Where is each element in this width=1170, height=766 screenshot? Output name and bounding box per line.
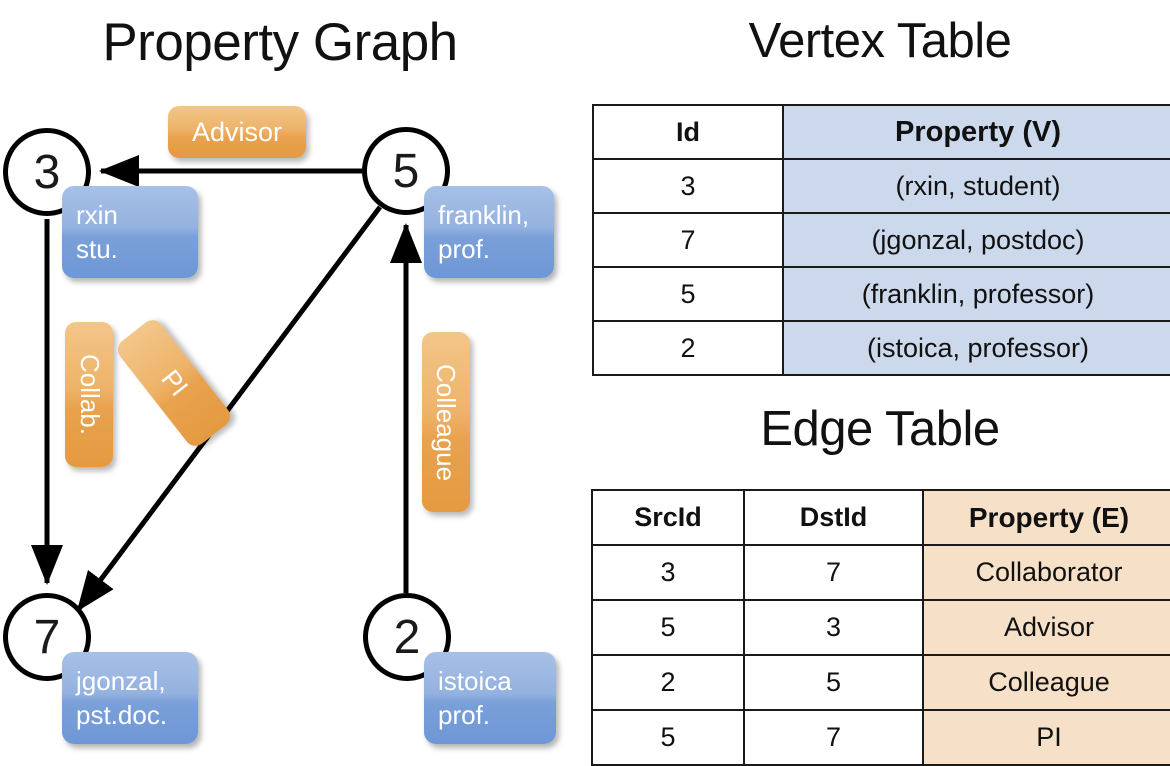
- edge-table-header-dstid: DstId: [743, 489, 924, 546]
- edge-label-collab: Collab.: [65, 322, 113, 467]
- edge-cell-srcid: 3: [591, 544, 745, 601]
- edge-table-header-row: SrcId DstId Property (E): [591, 489, 1170, 546]
- edge-cell-dstid: 7: [743, 544, 924, 601]
- table-row: 5 3 Advisor: [591, 599, 1170, 656]
- edge-cell-dstid: 3: [743, 599, 924, 656]
- table-row: 2 5 Colleague: [591, 654, 1170, 711]
- table-row: 3 7 Collaborator: [591, 544, 1170, 601]
- vertex-cell-property: (rxin, student): [782, 158, 1170, 214]
- vertex-property-callout-istoica: istoica prof.: [424, 652, 556, 744]
- graph-edge-arrows: [31, 155, 422, 612]
- vertex-table: Id Property (V) 3 (rxin, student) 7 (jgo…: [592, 104, 1170, 376]
- edge-cell-dstid: 7: [743, 709, 924, 766]
- edge-label-text: Collab.: [74, 354, 105, 435]
- edge-cell-srcid: 5: [591, 599, 745, 656]
- vertex-cell-property: (istoica, professor): [782, 320, 1170, 376]
- callout-line-1: rxin: [76, 200, 118, 230]
- edge-5-to-7: [75, 205, 383, 612]
- table-row: 5 (franklin, professor): [592, 266, 1170, 322]
- vertex-cell-property: (jgonzal, postdoc): [782, 212, 1170, 268]
- edge-cell-dstid: 5: [743, 654, 924, 711]
- edge-label-text: PI: [155, 363, 194, 402]
- edge-cell-property: PI: [922, 709, 1170, 766]
- page-title-vertex-table: Vertex Table: [748, 14, 1012, 68]
- vertex-cell-id: 5: [592, 266, 784, 322]
- vertex-table-header-row: Id Property (V): [592, 104, 1170, 160]
- edge-label-text: Advisor: [191, 116, 283, 147]
- table-row: 3 (rxin, student): [592, 158, 1170, 214]
- vertex-property-callout-rxin: rxin stu.: [62, 186, 198, 278]
- edge-cell-property: Collaborator: [922, 544, 1170, 601]
- edge-table-header-srcid: SrcId: [591, 489, 745, 546]
- callout-line-2: stu.: [76, 234, 118, 264]
- vertex-property-callout-franklin: franklin, prof.: [424, 186, 554, 278]
- callout-line-1: istoica: [438, 666, 512, 696]
- edge-label-advisor: Advisor: [168, 106, 306, 158]
- edge-cell-srcid: 2: [591, 654, 745, 711]
- edge-table: SrcId DstId Property (E) 3 7 Collaborato…: [591, 489, 1170, 766]
- edge-cell-property: Advisor: [922, 599, 1170, 656]
- callout-line-1: franklin,: [438, 200, 530, 230]
- callout-line-1: jgonzal,: [76, 666, 166, 696]
- table-row: 7 (jgonzal, postdoc): [592, 212, 1170, 268]
- edge-label-text: Colleague: [431, 363, 462, 481]
- vertex-table-header-id: Id: [592, 104, 784, 160]
- property-graph-diagram: 3 5 7 2 rxin stu. franklin, prof. jgonza…: [0, 0, 585, 760]
- table-row: 2 (istoica, professor): [592, 320, 1170, 376]
- callout-line-2: prof.: [438, 234, 491, 264]
- edge-label-colleague: Colleague: [422, 332, 470, 512]
- vertex-property-callout-jgonzal: jgonzal, pst.doc.: [62, 652, 198, 744]
- vertex-cell-id: 2: [592, 320, 784, 376]
- page-title-property-graph: Property Graph: [102, 13, 458, 72]
- page-title-edge-table: Edge Table: [760, 402, 1000, 456]
- vertex-cell-id: 7: [592, 212, 784, 268]
- vertex-node-5[interactable]: 5: [362, 127, 450, 215]
- edge-cell-srcid: 5: [591, 709, 745, 766]
- table-row: 5 7 PI: [591, 709, 1170, 766]
- edge-table-header-property: Property (E): [922, 489, 1170, 546]
- vertex-node-2[interactable]: 2: [363, 593, 451, 681]
- edge-cell-property: Colleague: [922, 654, 1170, 711]
- vertex-cell-property: (franklin, professor): [782, 266, 1170, 322]
- callout-line-2: pst.doc.: [76, 700, 168, 730]
- vertex-cell-id: 3: [592, 158, 784, 214]
- callout-line-2: prof.: [438, 700, 491, 730]
- vertex-table-header-property: Property (V): [782, 104, 1170, 160]
